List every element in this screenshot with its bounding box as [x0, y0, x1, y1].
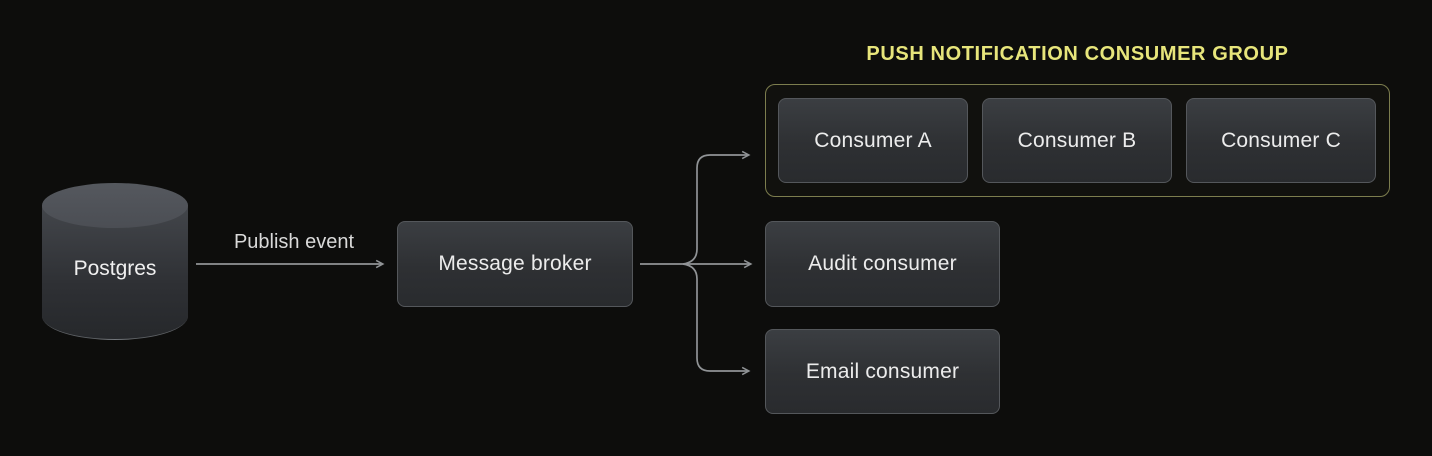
email-consumer-label: Email consumer [805, 359, 960, 383]
consumer-a-label: Consumer A [814, 128, 932, 152]
consumer-b-node: Consumer B [982, 98, 1172, 183]
consumer-b-label: Consumer B [1017, 128, 1137, 152]
message-broker-label: Message broker [438, 252, 592, 275]
connector-broker-to-consumer-group [682, 155, 748, 265]
database-cylinder-top [42, 183, 188, 228]
push-notification-consumer-group [765, 84, 1390, 197]
email-consumer-node: Email consumer [765, 329, 1000, 414]
connector-broker-to-email [682, 263, 748, 371]
audit-consumer-label: Audit consumer [808, 252, 957, 275]
consumer-c-label: Consumer C [1221, 128, 1341, 152]
consumer-group-title: PUSH NOTIFICATION CONSUMER GROUP [866, 43, 1289, 65]
postgres-database-node: Postgres [42, 183, 188, 340]
publish-event-label: Publish event [233, 231, 355, 253]
consumer-c-node: Consumer C [1186, 98, 1376, 183]
consumer-a-node: Consumer A [778, 98, 968, 183]
postgres-label: Postgres [73, 257, 157, 280]
message-broker-node: Message broker [397, 221, 633, 307]
audit-consumer-node: Audit consumer [765, 221, 1000, 307]
